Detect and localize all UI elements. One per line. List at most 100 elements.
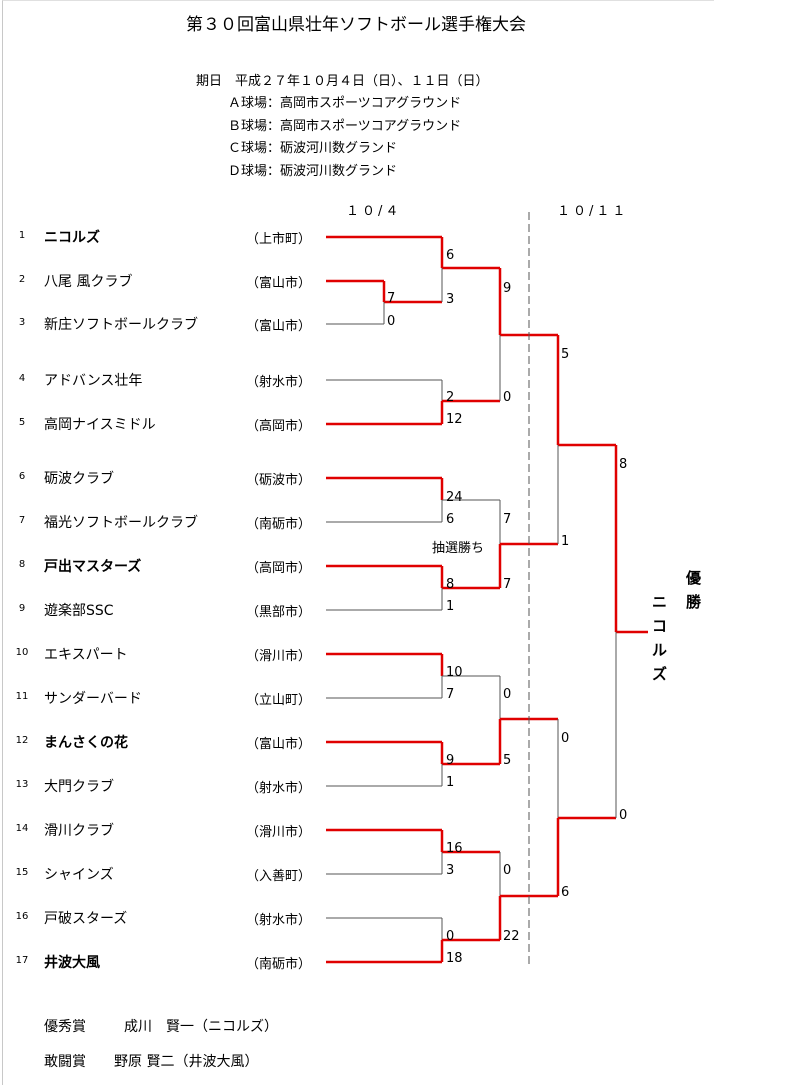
page-frame [2, 0, 714, 1085]
team-number: 8 [18, 559, 26, 570]
match-score: 0 [387, 314, 396, 329]
match-score: 8 [619, 457, 628, 472]
team-number: 3 [18, 317, 26, 328]
team-city: （立山町） [246, 693, 312, 708]
match-score: 3 [446, 863, 455, 878]
team-name: サンダーバード [44, 691, 142, 707]
champion-name-char: ズ [652, 665, 668, 683]
match-score: 9 [446, 753, 455, 768]
team-number: 15 [15, 867, 29, 878]
venue-d: Ｄ球場：砺波河川数グランド [228, 164, 398, 179]
match-score: 0 [446, 929, 455, 944]
team-name: 遊楽部SSC [44, 603, 114, 619]
team-city: （南砺市） [246, 957, 312, 972]
match-score: 7 [503, 577, 512, 592]
team-name: 高岡ナイスミドル [44, 417, 156, 433]
team-city: （滑川市） [246, 825, 312, 840]
team-number: 10 [15, 647, 29, 658]
match-score: 1 [446, 775, 455, 790]
match-score: 9 [503, 281, 512, 296]
match-score: 3 [446, 292, 455, 307]
team-number: 11 [15, 691, 29, 702]
team-city: （射水市） [246, 913, 312, 928]
award-fighting-label: 敢闘賞 [44, 1054, 86, 1070]
team-city: （富山市） [246, 737, 312, 752]
match-score: 7 [503, 512, 512, 527]
team-name: エキスパート [44, 647, 128, 663]
team-number: 5 [18, 417, 26, 428]
match-score: 6 [561, 885, 570, 900]
team-number: 17 [15, 955, 29, 966]
team-city: （砺波市） [246, 473, 312, 488]
venue-b: Ｂ球場：高岡市スポーツコアグラウンド [228, 119, 462, 134]
team-name: 戸出マスターズ [44, 559, 142, 575]
schedule-dates: 期日 平成２７年１０月４日（日）、１１日（日） [196, 74, 489, 89]
team-name: 福光ソフトボールクラブ [44, 515, 198, 531]
match-score: 18 [446, 951, 463, 966]
match-score: 0 [619, 808, 628, 823]
champion-label-char-1: 優 [686, 569, 702, 587]
team-city: （射水市） [246, 375, 312, 390]
team-number: 16 [15, 911, 29, 922]
match-score: 10 [446, 665, 463, 680]
team-number: 6 [18, 471, 26, 482]
team-city: （富山市） [246, 319, 312, 334]
team-name: 井波大風 [44, 955, 100, 971]
champion-label: 優 勝 [686, 566, 704, 614]
team-name: 滑川クラブ [44, 823, 114, 839]
page-title: 第３０回富山県壮年ソフトボール選手権大会 [186, 15, 526, 35]
champion-name-char: コ [652, 617, 668, 635]
match-score: 1 [446, 599, 455, 614]
champion-name: ニコルズ [652, 590, 670, 686]
match-score: 0 [503, 390, 512, 405]
match-score: 0 [503, 687, 512, 702]
champion-label-char-2: 勝 [686, 593, 702, 611]
match-score: 0 [503, 863, 512, 878]
team-city: （南砺市） [246, 517, 312, 532]
match-score: 7 [446, 687, 455, 702]
team-number: 4 [18, 373, 26, 384]
team-city: （黒部市） [246, 605, 312, 620]
venue-c: Ｃ球場：砺波河川数グランド [228, 141, 398, 156]
match-score: 6 [446, 248, 455, 263]
match-score: 5 [503, 753, 512, 768]
team-city: （射水市） [246, 781, 312, 796]
team-city: （滑川市） [246, 649, 312, 664]
match-score: 16 [446, 841, 463, 856]
team-name: 大門クラブ [44, 779, 114, 795]
team-number: 1 [18, 230, 26, 241]
match-score: 7 [387, 291, 396, 306]
team-city: （富山市） [246, 276, 312, 291]
match-score: 0 [561, 731, 570, 746]
match-score: 2 [446, 390, 455, 405]
team-city: （高岡市） [246, 419, 312, 434]
round-date-2: １０/１１ [557, 204, 629, 219]
round-date-1: １０/４ [346, 204, 402, 219]
match-score: 1 [561, 534, 570, 549]
team-name: 八尾 風クラブ [44, 274, 133, 290]
team-name: まんさくの花 [44, 735, 128, 751]
team-city: （入善町） [246, 869, 312, 884]
match-score: 24 [446, 490, 463, 505]
team-number: 9 [18, 603, 26, 614]
match-score: 12 [446, 412, 463, 427]
team-city: （高岡市） [246, 561, 312, 576]
team-name: ニコルズ [44, 230, 100, 246]
match-score: 6 [446, 512, 455, 527]
match-score: 22 [503, 929, 520, 944]
match-score: 5 [561, 347, 570, 362]
lottery-win-note: 抽選勝ち [432, 541, 485, 556]
team-number: 2 [18, 274, 26, 285]
team-name: シャインズ [44, 867, 114, 883]
champion-name-char: ル [652, 641, 668, 659]
champion-name-char: ニ [652, 593, 668, 611]
team-name: 新庄ソフトボールクラブ [44, 317, 198, 333]
award-excellence-person: 成川 賢一（ニコルズ） [124, 1019, 278, 1035]
award-excellence-label: 優秀賞 [44, 1019, 86, 1035]
team-number: 14 [15, 823, 29, 834]
team-name: アドバンス壮年 [44, 373, 143, 389]
team-name: 戸破スターズ [44, 911, 128, 927]
team-name: 砺波クラブ [44, 471, 114, 487]
award-fighting-person: 野原 賢二（井波大風） [114, 1054, 259, 1070]
